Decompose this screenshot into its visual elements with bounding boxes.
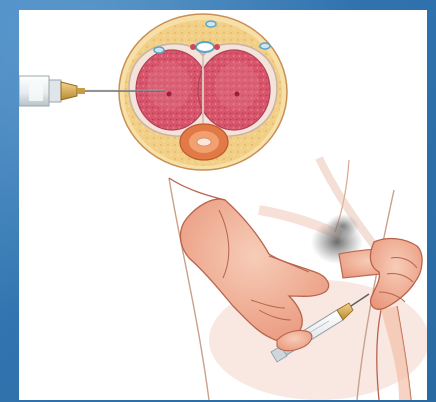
dorsal-vein	[196, 42, 214, 52]
syringe-tip	[49, 80, 61, 102]
needle-hub	[61, 82, 77, 100]
left-chamber-highlight	[147, 62, 191, 110]
superficial-vein	[206, 21, 216, 27]
tissue-cross-section-icon	[119, 14, 287, 170]
right-chamber-highlight	[215, 62, 259, 110]
illustration-panel	[19, 10, 427, 400]
hands-injection-icon	[169, 158, 427, 400]
central-artery-left	[167, 92, 172, 97]
lateral-vein-right	[260, 43, 270, 49]
left-forearm	[169, 178, 225, 200]
dorsal-artery-right	[214, 44, 220, 50]
needle-collar	[77, 88, 85, 94]
dorsal-artery-left	[190, 44, 196, 50]
central-artery-right	[235, 92, 240, 97]
syringe-barrel-highlight	[29, 81, 43, 101]
urethra	[197, 138, 211, 146]
medical-illustration	[19, 10, 427, 400]
pubic-hair-shading-upper	[327, 214, 359, 238]
lateral-vein-left	[154, 47, 164, 53]
